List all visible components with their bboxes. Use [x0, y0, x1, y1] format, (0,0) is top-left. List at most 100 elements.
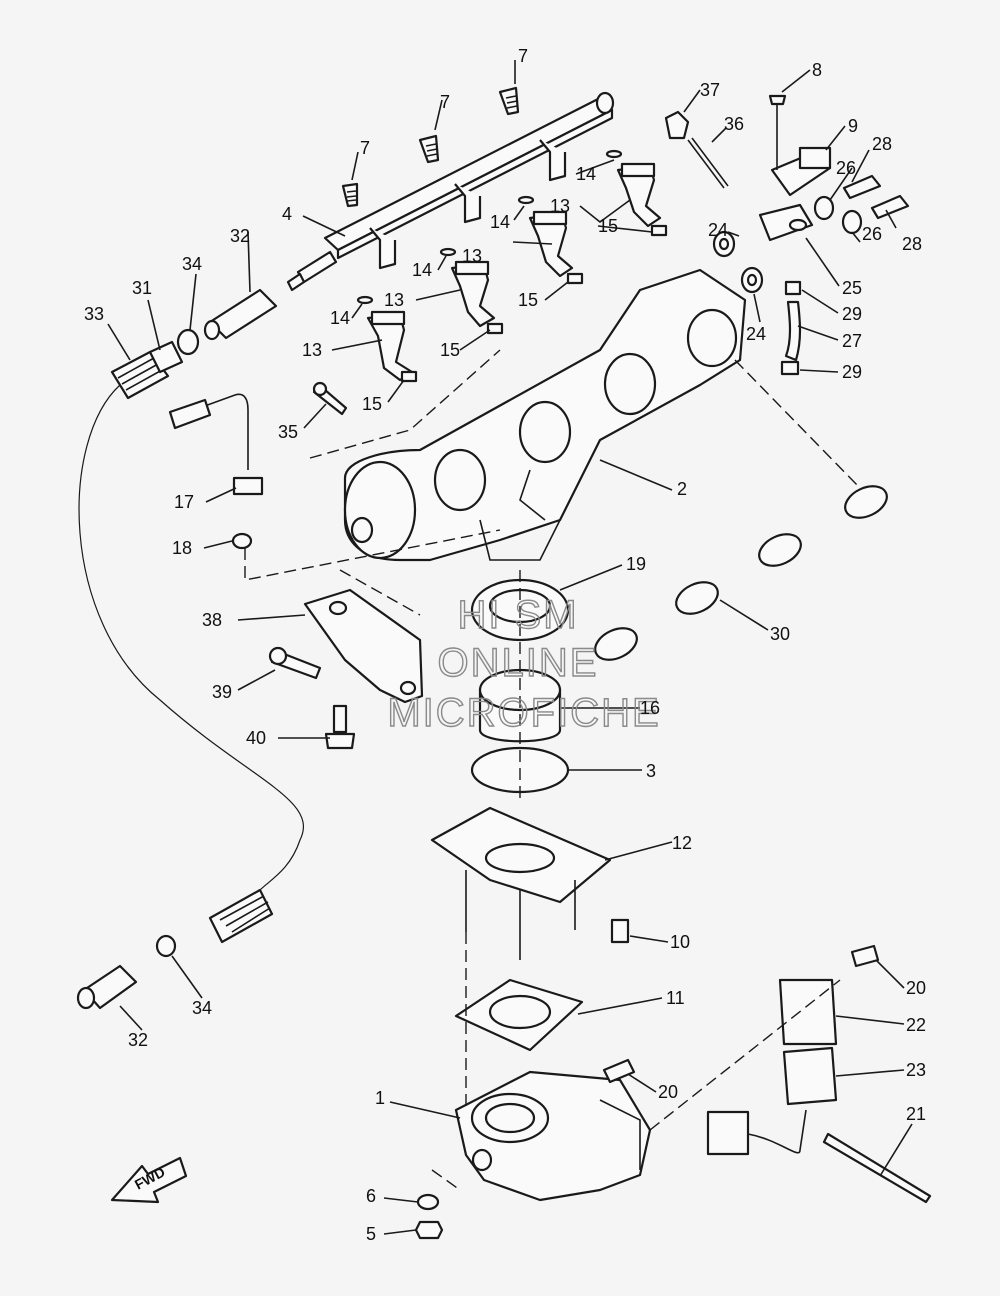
- assembly-line: [649, 979, 841, 1131]
- bolt-10: [610, 918, 630, 944]
- callout-26-a: 26: [836, 158, 856, 178]
- bolt-8: [768, 94, 787, 170]
- fuel-rail: [286, 91, 615, 292]
- callout-36: 36: [724, 114, 744, 134]
- callout-10: 10: [670, 932, 690, 952]
- callout-33: 33: [84, 304, 104, 324]
- callout-13-c: 13: [384, 290, 404, 310]
- assembly-line: [244, 529, 501, 581]
- callout-4: 4: [282, 204, 292, 224]
- stud-36: [687, 137, 729, 189]
- watermark-line2: ONLINE: [438, 641, 599, 685]
- callout-14-a: 14: [576, 164, 596, 184]
- callout-13-d: 13: [302, 340, 322, 360]
- callout-29-a: 29: [842, 304, 862, 324]
- seal-15-a: [400, 370, 418, 383]
- grommet-24-a: [712, 230, 736, 258]
- callout-16: 16: [640, 698, 660, 718]
- assembly-line: [339, 569, 421, 616]
- bolt-20-lower: [602, 1058, 636, 1084]
- callout-35: 35: [278, 422, 298, 442]
- callout-28-b: 28: [902, 234, 922, 254]
- callout-15-d: 15: [362, 394, 382, 414]
- callout-26-b: 26: [862, 224, 882, 244]
- cable-end-31: [148, 340, 184, 374]
- callout-34-a: 34: [182, 254, 202, 274]
- callout-15-a: 15: [598, 216, 618, 236]
- bolt-20-upper: [850, 944, 880, 968]
- injector-c: [528, 210, 574, 278]
- callout-3: 3: [646, 761, 656, 781]
- assembly-line: [734, 359, 861, 489]
- leader-lines: [107, 60, 913, 1235]
- callout-8: 8: [812, 60, 822, 80]
- callout-15-c: 15: [440, 340, 460, 360]
- nut-5: [414, 1220, 444, 1240]
- callout-21: 21: [906, 1104, 926, 1124]
- clamp-29-a: [784, 280, 802, 296]
- throttle-cable: [78, 384, 305, 891]
- seal-15-b: [486, 322, 504, 335]
- callout-11: 11: [666, 988, 685, 1008]
- callout-37: 37: [700, 80, 720, 100]
- connector-23: [782, 1046, 838, 1106]
- bracket-38: [303, 588, 424, 704]
- callout-18: 18: [172, 538, 192, 558]
- washer-6: [416, 1193, 440, 1211]
- callout-5: 5: [366, 1224, 376, 1244]
- joint-32-lower: [76, 964, 138, 1010]
- intake-manifold: [343, 268, 747, 562]
- injector-d: [616, 162, 662, 228]
- callout-27: 27: [842, 331, 862, 351]
- temp-sensor-17: [168, 393, 264, 496]
- seal-15-c: [566, 272, 584, 285]
- hose-27: [784, 300, 802, 362]
- callout-2: 2: [677, 479, 687, 499]
- fwd-arrow-icon: FWD: [110, 1156, 188, 1204]
- callout-34-b: 34: [192, 998, 212, 1018]
- callout-17: 17: [174, 492, 194, 512]
- callout-30: 30: [770, 624, 790, 644]
- callout-38: 38: [202, 610, 222, 630]
- callout-13-a: 13: [550, 196, 570, 216]
- bolt-7-c: [498, 86, 520, 116]
- bolt-39: [268, 646, 322, 680]
- callout-7-a: 7: [518, 46, 528, 66]
- grommet-26-b: [841, 209, 863, 235]
- o-ring-14-b: [439, 247, 457, 257]
- callout-14-b: 14: [490, 212, 510, 232]
- clip-34-lower: [155, 934, 177, 958]
- callout-24-b: 24: [746, 324, 766, 344]
- sensor-9: [770, 146, 832, 197]
- bolt-35: [312, 381, 348, 416]
- gasket-30: [594, 485, 888, 661]
- callout-19: 19: [626, 554, 646, 574]
- callout-32-b: 32: [128, 1030, 148, 1050]
- callouts: 1 2 3 4 5 6 7 7 7 8 9 10 11 12 13 13 13 …: [84, 46, 926, 1244]
- cable-boot-33: [110, 350, 170, 400]
- assembly-line: [309, 349, 501, 459]
- o-ring-14-d: [605, 149, 623, 159]
- callout-25: 25: [842, 278, 862, 298]
- cover-22: [778, 978, 838, 1046]
- grommet-24-b: [740, 266, 764, 294]
- callout-13-b: 13: [462, 246, 482, 266]
- callout-40: 40: [246, 728, 266, 748]
- callout-7-b: 7: [440, 92, 450, 112]
- joint-32-upper: [203, 288, 278, 341]
- o-ring-14-a: [356, 295, 374, 305]
- callout-14-d: 14: [330, 308, 350, 328]
- callout-22: 22: [906, 1015, 926, 1035]
- plate-12: [430, 806, 612, 960]
- grommet-26-a: [813, 195, 835, 221]
- throttle-body-1: [454, 1070, 652, 1202]
- callout-31: 31: [132, 278, 152, 298]
- bolt-7-b: [418, 134, 440, 164]
- callout-32-a: 32: [230, 226, 250, 246]
- callout-39: 39: [212, 682, 232, 702]
- cable-boot-lower: [208, 888, 274, 944]
- watermark-line3: MICROFICHE: [387, 691, 660, 735]
- clamp-29-b: [780, 360, 800, 376]
